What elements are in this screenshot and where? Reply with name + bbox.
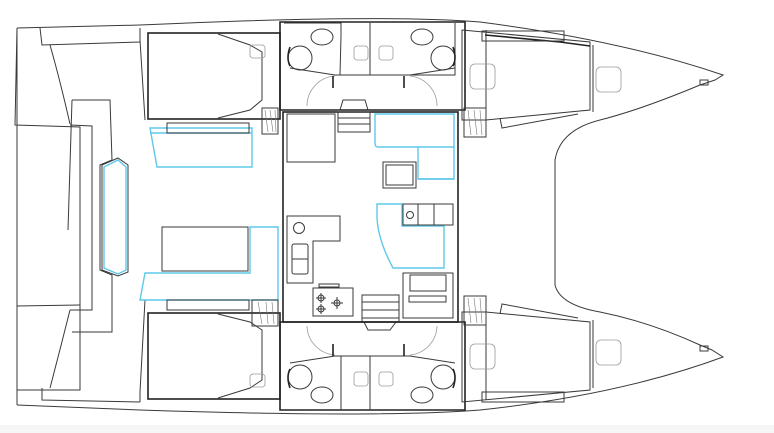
bottom-margin: [0, 425, 774, 433]
chart-table[interactable]: [286, 113, 336, 163]
top-heads: [279, 21, 466, 111]
hatch-icon: [378, 371, 394, 387]
door-swing: [409, 75, 438, 107]
door-swing: [306, 75, 336, 107]
bow-cleat-icon: [699, 345, 709, 352]
cockpit-table[interactable]: [161, 226, 249, 272]
cockpit-seat-top: [149, 127, 253, 168]
bottom-heads: [279, 321, 466, 411]
hatch-icon: [595, 66, 622, 93]
cockpit-seat-bottom: [139, 226, 279, 301]
door-swing: [409, 325, 438, 356]
galley-stove[interactable]: [312, 287, 354, 317]
toilet-icon: [430, 45, 456, 71]
port-forward-cabin: [461, 29, 622, 138]
toilet-icon: [287, 364, 313, 390]
hatch-icon: [249, 44, 266, 59]
starboard-aft-cabin: [147, 299, 281, 400]
saloon: [282, 99, 459, 331]
steps-top: [339, 99, 369, 111]
port-aft-cabin: [147, 32, 281, 135]
hatch-icon: [595, 339, 622, 366]
bow-cleat-icon: [699, 79, 709, 86]
sink-drain-icon: [293, 222, 305, 234]
hatch-icon: [378, 45, 394, 61]
burner-icon: [316, 293, 343, 314]
door-swing: [306, 325, 336, 356]
toilet-icon: [287, 45, 313, 71]
starboard-forward-cabin: [461, 295, 622, 403]
cockpit-bench: [101, 157, 129, 277]
steps-bottom: [363, 321, 397, 331]
sink-icon: [410, 28, 434, 46]
hatch-icon: [249, 373, 266, 388]
hatch-icon: [353, 371, 369, 387]
hatch-icon: [353, 45, 369, 61]
sink-icon: [310, 386, 334, 404]
saloon-settee-lower: [376, 203, 445, 269]
galley-counter: [286, 215, 341, 284]
hull-outline: [14, 18, 725, 415]
knob-icon: [406, 211, 414, 219]
sink-icon: [410, 386, 434, 404]
sink-icon: [310, 28, 334, 46]
saloon-table[interactable]: [382, 161, 417, 189]
toilet-icon: [430, 364, 456, 390]
hatch-icon: [469, 343, 496, 370]
hatch-icon: [469, 63, 496, 90]
